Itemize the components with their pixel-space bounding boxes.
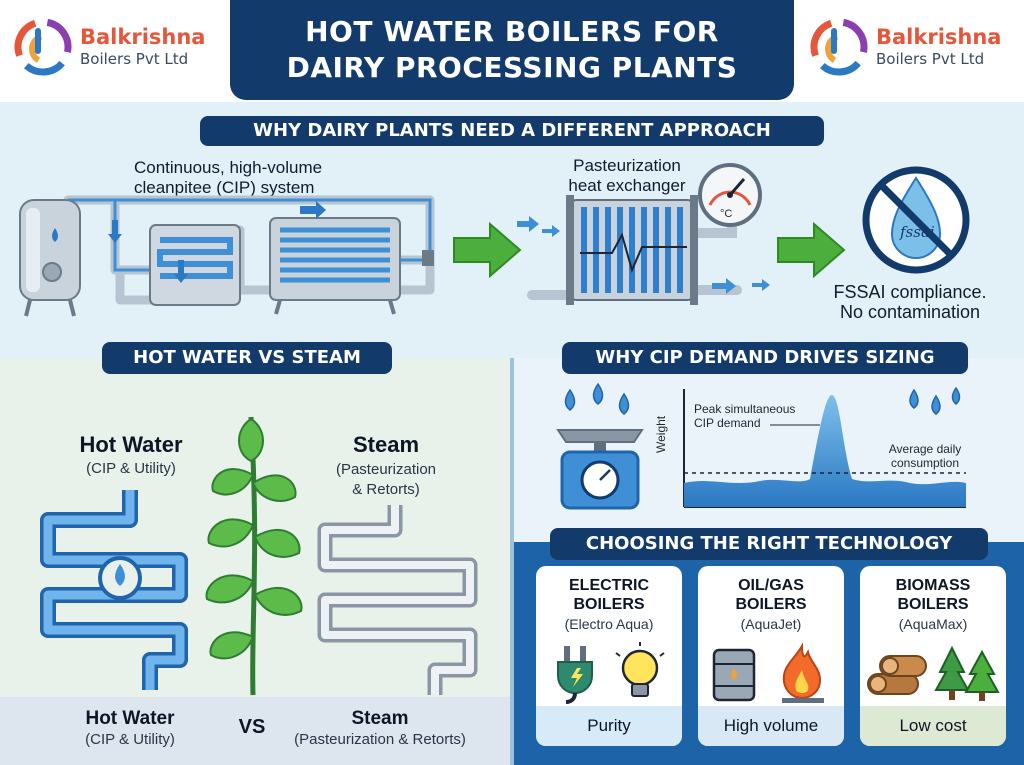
fssai-caption: FSSAI compliance. No contamination xyxy=(820,282,1000,322)
oil-drum-icon xyxy=(712,648,756,702)
pasteurization-line-2: heat exchanger xyxy=(568,176,686,195)
weighing-scale-icon xyxy=(556,382,644,510)
steam-subtitle-line-1: (Pasteurization xyxy=(335,461,437,478)
brand-swirl-icon xyxy=(810,18,868,76)
fssai-line-2: No contamination xyxy=(839,302,981,322)
footer-hot-water-subtitle: (CIP & Utility) xyxy=(85,731,175,748)
cip-system-illustration xyxy=(19,195,435,317)
brand-name: Balkrishna xyxy=(80,24,206,49)
flow-arrow-icon xyxy=(453,222,522,278)
demand-area-series xyxy=(684,395,966,507)
steam-title: Steam xyxy=(352,432,420,457)
page-title-line-2: DAIRY PROCESSING PLANTS xyxy=(286,51,738,84)
hot-water-subtitle: (CIP & Utility) xyxy=(86,460,176,477)
card-title-line-1: BIOMASS xyxy=(895,577,971,594)
technology-card-oil-gas: OIL/GAS BOILERS (AquaJet) High volume xyxy=(698,566,844,746)
hot-vs-steam-footer-background xyxy=(0,697,512,765)
card-title: ELECTRIC BOILERS xyxy=(536,576,682,614)
cip-system-caption: Continuous, high-volume cleanpitee (CIP)… xyxy=(134,158,374,198)
peak-label-line-2: CIP demand xyxy=(694,416,761,430)
gauge-unit-label: °C xyxy=(720,208,732,220)
header: Balkrishna Boilers Pvt Ltd HOT WATER BOI… xyxy=(0,0,1024,102)
footer-steam: Steam (Pasteurization & Retorts) xyxy=(270,708,490,748)
why-section-heading: WHY DAIRY PLANTS NEED A DIFFERENT APPROA… xyxy=(200,116,824,146)
wood-logs-icon xyxy=(867,655,927,695)
card-benefit: Low cost xyxy=(860,706,1006,746)
pasteurization-line-1: Pasteurization xyxy=(573,156,681,175)
card-subtitle: (AquaMax) xyxy=(898,616,968,632)
avg-label-line-1: Average daily xyxy=(888,442,962,456)
brand-subtitle: Boilers Pvt Ltd xyxy=(80,50,189,69)
card-benefit: Purity xyxy=(536,706,682,746)
hot-water-title: Hot Water xyxy=(79,432,183,457)
thermometer-gauge-icon xyxy=(698,163,762,227)
page-title-banner: HOT WATER BOILERS FOR DAIRY PROCESSING P… xyxy=(230,0,794,100)
fssai-no-contamination-icon: fssai xyxy=(862,166,970,274)
avg-label-line-2: consumption xyxy=(890,456,960,470)
heat-coil-tank xyxy=(269,217,401,315)
pine-trees-icon xyxy=(934,645,1000,701)
lightbulb-icon xyxy=(615,642,665,697)
footer-steam-subtitle: (Pasteurization & Retorts) xyxy=(294,731,466,748)
card-title-line-1: ELECTRIC xyxy=(569,577,649,594)
steam-pipe-coil-icon xyxy=(317,505,478,695)
flame-icon xyxy=(782,642,824,703)
storage-tank xyxy=(19,199,81,317)
brand-name: Balkrishna xyxy=(876,24,1002,49)
card-title: BIOMASS BOILERS xyxy=(860,576,1006,614)
card-subtitle: (Electro Aqua) xyxy=(564,616,654,632)
steam-subtitle: (Pasteurization & Retorts) xyxy=(316,460,456,500)
footer-steam-title: Steam xyxy=(351,708,409,729)
section-divider xyxy=(510,358,514,765)
y-axis-label: Weight xyxy=(654,415,668,453)
cip-sizing-heading: WHY CIP DEMAND DRIVES SIZING xyxy=(562,342,968,374)
technology-card-electric: ELECTRIC BOILERS (Electro Aqua) Purity xyxy=(536,566,682,746)
page-title-line-1: HOT WATER BOILERS FOR xyxy=(305,15,719,48)
fssai-line-1: FSSAI compliance. xyxy=(833,282,987,302)
cip-caption-line-2: cleanpitee (CIP) system xyxy=(134,178,315,197)
card-title: OIL/GAS BOILERS xyxy=(698,576,844,614)
card-benefit: High volume xyxy=(698,706,844,746)
footer-hot-water-title: Hot Water xyxy=(85,708,175,729)
cip-demand-chart xyxy=(683,389,966,508)
brand-logo-right: Balkrishna Boilers Pvt Ltd xyxy=(810,18,1001,76)
hot-water-pipe-coil-icon xyxy=(40,490,188,690)
heat-exchanger-illustration: °C xyxy=(517,163,770,305)
brand-subtitle: Boilers Pvt Ltd xyxy=(876,50,985,69)
peak-demand-label: Peak simultaneous CIP demand xyxy=(694,402,824,430)
brand-logo-left: Balkrishna Boilers Pvt Ltd xyxy=(14,18,205,76)
technology-card-biomass: BIOMASS BOILERS (AquaMax) Low cost xyxy=(860,566,1006,746)
footer-hot-water: Hot Water (CIP & Utility) xyxy=(60,708,200,748)
biomass-icons xyxy=(867,645,1000,701)
average-consumption-label: Average daily consumption xyxy=(880,442,970,470)
fssai-badge-text: fssai xyxy=(899,223,935,241)
cip-unit xyxy=(149,224,241,306)
flow-arrow-icon xyxy=(777,222,846,278)
cip-caption-line-1: Continuous, high-volume xyxy=(134,158,323,177)
hot-vs-steam-heading: HOT WATER VS STEAM xyxy=(102,342,392,374)
steam-subtitle-line-2: & Retorts) xyxy=(352,481,420,498)
water-drops-icon xyxy=(909,386,961,415)
brand-swirl-icon xyxy=(14,18,72,76)
card-title-line-2: BOILERS xyxy=(897,596,969,613)
footer-vs-label: VS xyxy=(238,716,266,738)
plug-icon xyxy=(557,646,593,704)
electric-icons xyxy=(557,642,665,704)
peak-label-line-1: Peak simultaneous xyxy=(694,402,796,416)
green-plant-icon xyxy=(205,416,303,696)
card-title-line-2: BOILERS xyxy=(735,596,807,613)
card-title-line-1: OIL/GAS xyxy=(738,577,804,594)
card-title-line-2: BOILERS xyxy=(573,596,645,613)
pasteurization-caption: Pasteurization heat exchanger xyxy=(552,156,702,196)
technology-heading: CHOOSING THE RIGHT TECHNOLOGY xyxy=(550,528,988,560)
card-subtitle: (AquaJet) xyxy=(740,616,802,632)
oil-gas-icons xyxy=(712,642,824,703)
